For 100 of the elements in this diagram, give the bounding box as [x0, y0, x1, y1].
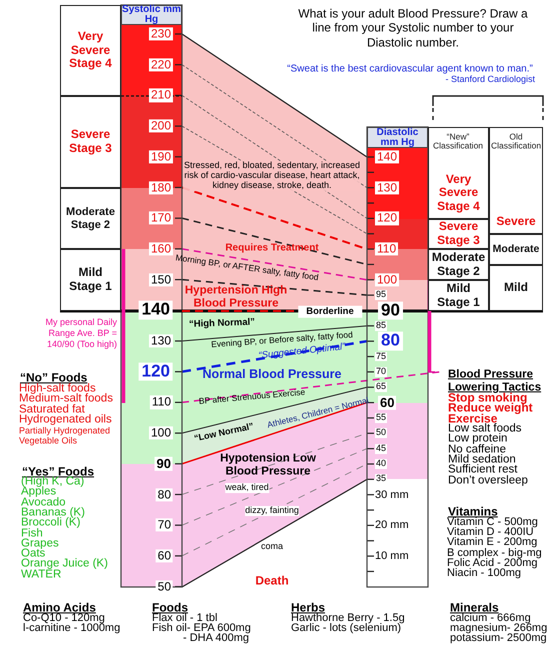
list-item: magnesium- 266mg	[450, 622, 548, 634]
list-item: Vitamin E - 200mg	[447, 536, 538, 548]
zone-label: Hypertension High Blood Pressure	[184, 284, 288, 310]
quote-attribution: - Stanford Cardiologist	[445, 75, 535, 85]
list-item: Avocado	[21, 496, 66, 508]
scale-value: 150	[148, 273, 173, 286]
scale-value: 140	[138, 300, 173, 320]
scale-value: 200	[148, 120, 173, 133]
list-item: Vitamin D - 400IU	[447, 526, 534, 538]
list-item: Orange Juice (K)	[21, 558, 108, 570]
scale-value: 95	[375, 290, 388, 300]
scale-value: 35	[375, 474, 388, 484]
scale-value: 160	[148, 242, 173, 256]
zone-note: dizzy, fainting	[245, 506, 299, 516]
scale-value: 130	[148, 334, 173, 348]
list-item: Low salt foods	[448, 422, 522, 435]
zone-label: “Low Normal”	[193, 422, 255, 444]
classification-box: Moderate Stage 2	[428, 249, 489, 280]
list-item: Partially Hydrogenated Vegetable Oils	[19, 426, 112, 446]
list-item: Broccoli (K)	[21, 516, 80, 529]
zone-note: coma	[261, 542, 283, 552]
zone-note: Morning BP, or AFTER salty, fatty food	[174, 253, 320, 283]
scale-value: 180	[148, 180, 173, 194]
list-item: calcium - 666mg	[450, 612, 531, 624]
scale-value: 110	[375, 242, 398, 256]
scale-value: 70	[156, 518, 173, 532]
scale-value: 110	[150, 396, 173, 409]
zone-label: “High Normal”	[188, 318, 256, 330]
zone-label: Death	[255, 574, 289, 588]
list-item: Stop smoking	[448, 391, 528, 404]
list-item: Niacin - 100mg	[447, 566, 521, 580]
scale-value: 45	[375, 444, 388, 454]
list-item: Folic Acid - 200mg	[447, 556, 538, 569]
scale-value: 60	[378, 395, 396, 410]
list-item: Fish oil- EPA 600mg	[152, 622, 251, 634]
zone-note: weak, tired	[225, 483, 269, 493]
classification-box: Mild	[489, 265, 543, 311]
scale-header: Systolic mm Hg	[121, 5, 182, 25]
scale-value: 40	[375, 459, 388, 469]
scale-value: 230	[148, 27, 173, 41]
list-item: No caffeine	[448, 443, 506, 456]
classification-box: Mild Stage 1	[60, 249, 121, 311]
scale-value: 90	[378, 301, 403, 320]
scale-header: Diastolic mm Hg	[367, 127, 428, 148]
list-item: Co-Q10 - 120mg	[23, 612, 105, 624]
scale-value: 90	[154, 456, 173, 471]
scale-value: 50	[156, 580, 173, 594]
scale-value: 20 mm	[375, 519, 409, 532]
scale-value: 10 mm	[375, 550, 409, 562]
list-item: B complex - big-mg	[447, 546, 542, 559]
list-item: Medium-salt foods	[19, 393, 113, 406]
list-heading: Amino Acids	[23, 601, 96, 614]
classification-box: Very Severe Stage 4	[60, 5, 121, 96]
list-item: Flax oil - 1 tbl	[152, 612, 218, 624]
scale-value: 190	[148, 150, 173, 164]
quote-text: “Sweat is the best cardiovascular agent known to man.”	[287, 64, 533, 74]
zone-note: BP after Strenuous Exercise	[198, 388, 306, 406]
scale-value: 220	[148, 58, 173, 72]
scale-value: 120	[375, 212, 400, 225]
scale-value: 50	[375, 428, 388, 438]
scale-value: 130	[375, 181, 400, 194]
list-item: Saturated fat	[19, 403, 85, 416]
classification-box: Severe Stage 3	[428, 219, 489, 249]
scale-value: 60	[156, 549, 173, 562]
scale-value: 70	[375, 366, 388, 377]
scale-value: 55	[375, 413, 388, 423]
list-item: Hydrogenated oils	[19, 414, 112, 426]
scale-value: 80	[156, 488, 173, 502]
list-item: potassium- 2500mg	[450, 632, 547, 644]
zone-note: Stressed, red, bloated, sedentary, increased risk of cardio-vascular disease, heart attack, kidney disease, stroke, death.	[183, 161, 361, 191]
range-note: My personal Daily Range Ave. BP = 140/90 (Too high)	[44, 316, 117, 350]
scale-value: 210	[148, 88, 173, 102]
list-item: Garlic - lots (selenium)	[291, 622, 402, 634]
column-heading: “New” Classification	[432, 132, 484, 152]
list-item: Sufficient rest	[448, 464, 518, 476]
scale-value: 80	[378, 332, 403, 351]
list-item: Apples	[21, 486, 56, 498]
list-heading: Blood Pressure Lowering Tactics	[448, 368, 542, 393]
scale-value: 30 mm	[375, 488, 409, 501]
list-item: Reduce weight	[448, 402, 533, 415]
list-item: Don’t oversleep	[448, 474, 528, 487]
zone-label: Normal Blood Pressure	[202, 368, 342, 382]
scale-value: 170	[148, 212, 173, 225]
list-heading: “No” Foods	[20, 371, 88, 384]
list-item: Low protein	[448, 432, 508, 445]
scale-value: 100	[148, 426, 173, 440]
scale-value: 140	[375, 150, 400, 164]
list-item: (High K, Ca)	[21, 476, 84, 488]
list-item: l-carnitine - 1000mg	[23, 622, 120, 634]
list-item: Grapes	[21, 537, 59, 550]
classification-box: Moderate	[489, 234, 543, 265]
scale-value: 75	[375, 352, 388, 362]
scale-value: 120	[138, 362, 173, 382]
zone-label: Hypotension Low Blood Pressure	[219, 452, 317, 478]
column-heading: Old Classification	[491, 132, 541, 152]
classification-box: Moderate Stage 2	[60, 188, 121, 249]
borderline-label: Borderline	[298, 306, 362, 318]
scale-value: 85	[375, 320, 388, 331]
list-item: Hawthorne Berry - 1.5g	[291, 612, 405, 624]
chart-title: What is your adult Blood Pressure? Draw a line from your Systolic number to your Diastolic number.	[297, 6, 529, 50]
